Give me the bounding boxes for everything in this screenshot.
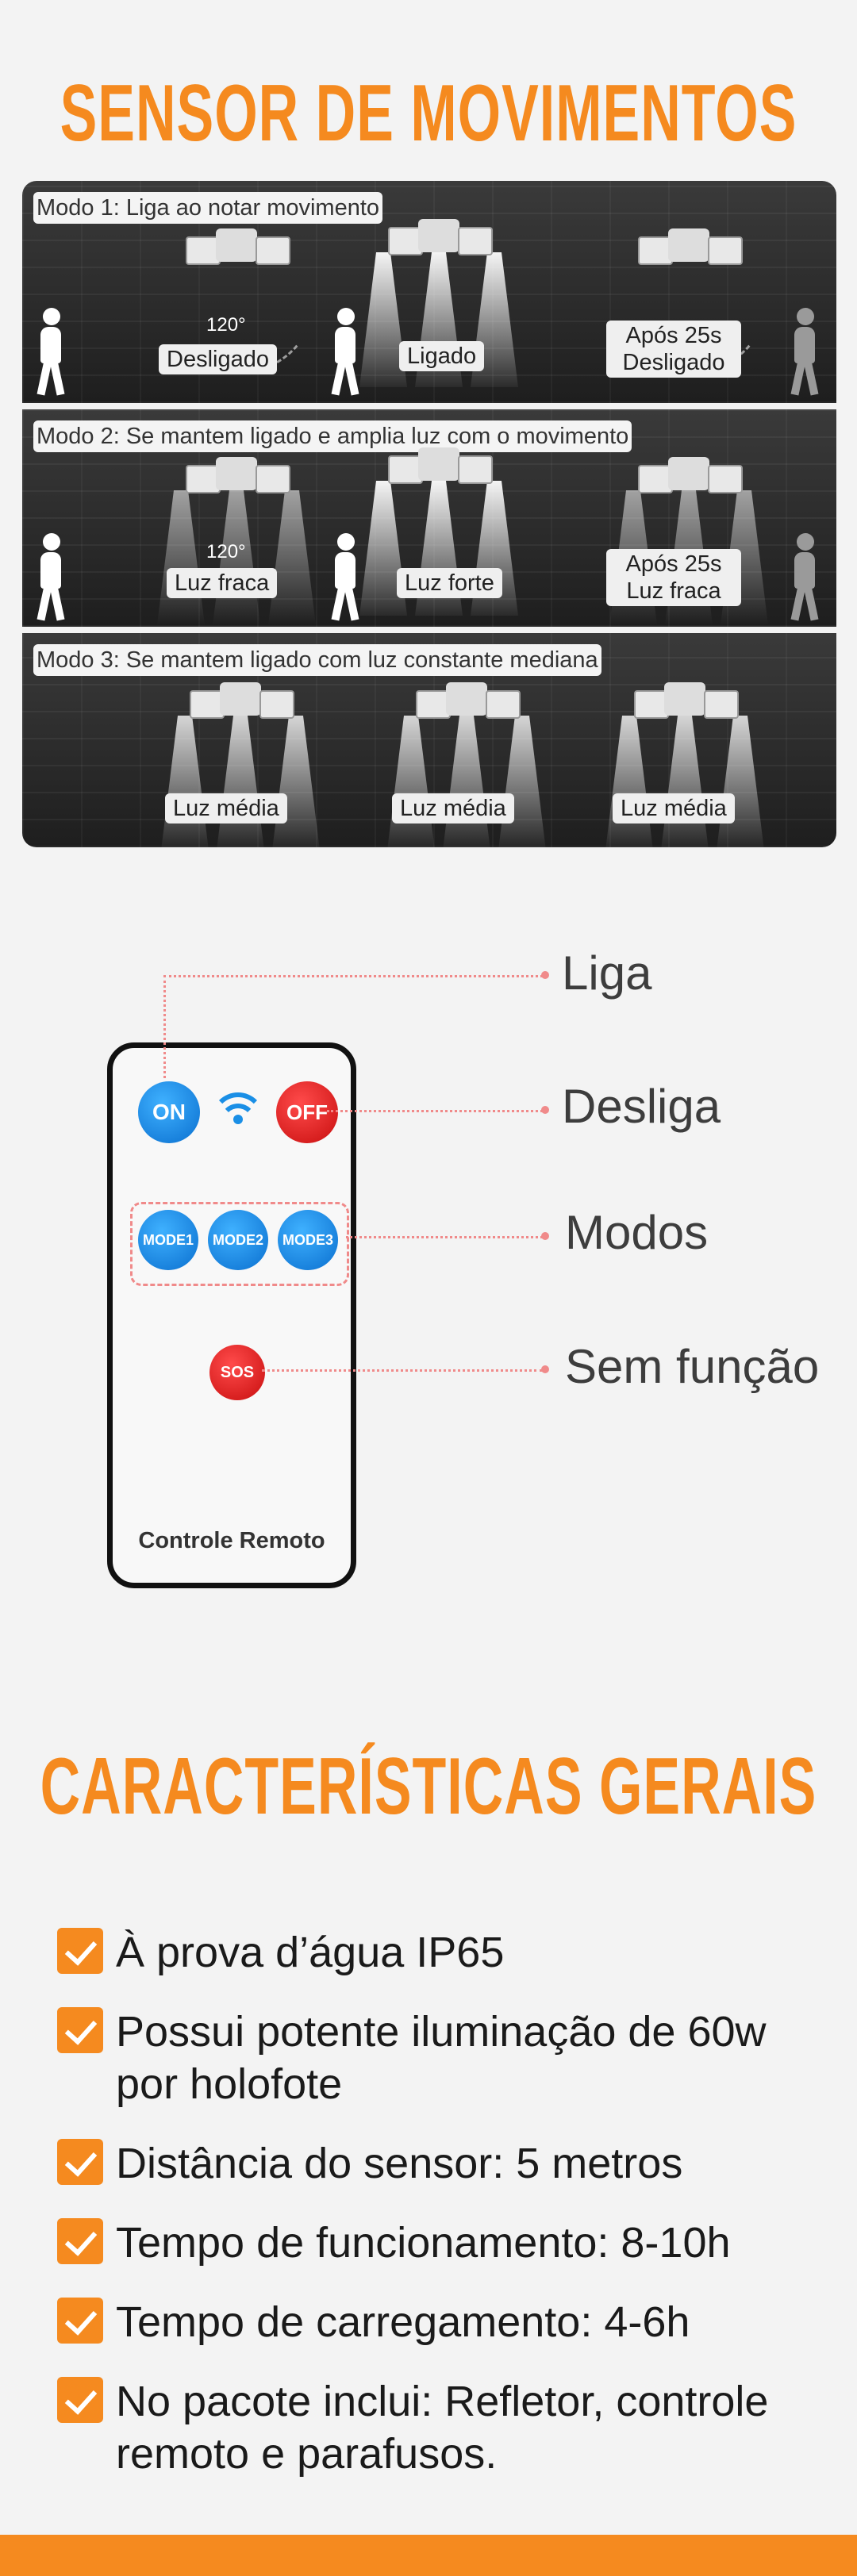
state-medium: Luz média [613,793,735,823]
person-icon [788,308,820,396]
off-button[interactable]: OFF [276,1081,338,1143]
callout-line [346,1236,543,1238]
person-icon [329,308,360,396]
state-after: Após 25s Luz fraca [606,549,741,606]
checkbox-icon [57,2377,103,2423]
callout-line [163,975,543,977]
mode-1-label: Modo 1: Liga ao notar movimento [33,192,383,224]
feature-text: Possui potente iluminação de 60w por hol… [116,2008,767,2108]
state-medium: Luz média [392,793,514,823]
floodlight-icon [598,682,772,847]
on-button[interactable]: ON [138,1081,200,1143]
person-icon [329,533,360,621]
footer-bar [0,2535,857,2576]
feature-text: Distância do sensor: 5 metros [116,2140,683,2187]
callout-off: Desliga [562,1080,721,1133]
floodlight-icon [149,457,324,625]
floodlight-icon [149,228,324,395]
floodlight-icon [601,228,776,395]
checkbox-icon [57,2218,103,2264]
state-weak: Luz fraca [167,568,278,598]
callout-modes: Modos [565,1206,709,1259]
motion-sensor-title: SENSOR DE MOVIMENTOS [60,67,797,158]
feature-text: No pacote inclui: Refletor, controle rem… [116,2378,769,2478]
mode3-button[interactable]: MODE3 [278,1210,338,1270]
person-icon [34,308,66,396]
state-on: Ligado [399,341,485,371]
mode1-button[interactable]: MODE1 [138,1210,198,1270]
callout-line [327,1110,543,1112]
state-strong: Luz forte [397,568,502,598]
callout-dot [541,1106,549,1114]
state-medium: Luz média [165,793,287,823]
mode2-button[interactable]: MODE2 [208,1210,268,1270]
angle-label: 120° [206,541,246,562]
checkbox-icon [57,2139,103,2185]
feature-text: Tempo de funcionamento: 8-10h [116,2219,731,2267]
sos-button[interactable]: SOS [209,1345,265,1400]
state-off: Desligado [159,344,277,374]
floodlight-icon [379,682,554,847]
checkbox-icon [57,2007,103,2053]
callout-line [262,1369,543,1372]
remote-label: Controle Remoto [138,1528,325,1553]
person-icon [34,533,66,621]
callout-line [163,975,166,1078]
feature-text: À prova d’água IP65 [116,1929,505,1976]
features-title: CARACTERÍSTICAS GERAIS [40,1741,817,1831]
wifi-icon [211,1092,265,1129]
mode-3-label: Modo 3: Se mantem ligado com luz constan… [33,644,601,676]
callout-dot [541,1365,549,1373]
callout-dot [541,1232,549,1240]
callout-sos: Sem função [565,1340,820,1393]
person-icon [788,533,820,621]
remote-control: ON OFF MODE1 MODE2 MODE3 SOS Controle Re… [107,1042,356,1588]
mode-2-label: Modo 2: Se mantem ligado e amplia luz co… [33,420,632,452]
state-after: Após 25s Desligado [606,321,741,378]
mode-2-panel: Modo 2: Se mantem ligado e amplia luz co… [22,409,836,627]
callout-on: Liga [562,946,652,1000]
mode-1-panel: Modo 1: Liga ao notar movimento 120° Des… [22,181,836,403]
angle-label: 120° [206,314,246,336]
modes-group [130,1202,349,1286]
feature-text: Tempo de carregamento: 4-6h [116,2298,690,2346]
checkbox-icon [57,1928,103,1974]
callout-dot [541,971,549,979]
checkbox-icon [57,2298,103,2344]
mode-3-panel: Modo 3: Se mantem ligado com luz constan… [22,633,836,847]
floodlight-icon [153,682,328,847]
